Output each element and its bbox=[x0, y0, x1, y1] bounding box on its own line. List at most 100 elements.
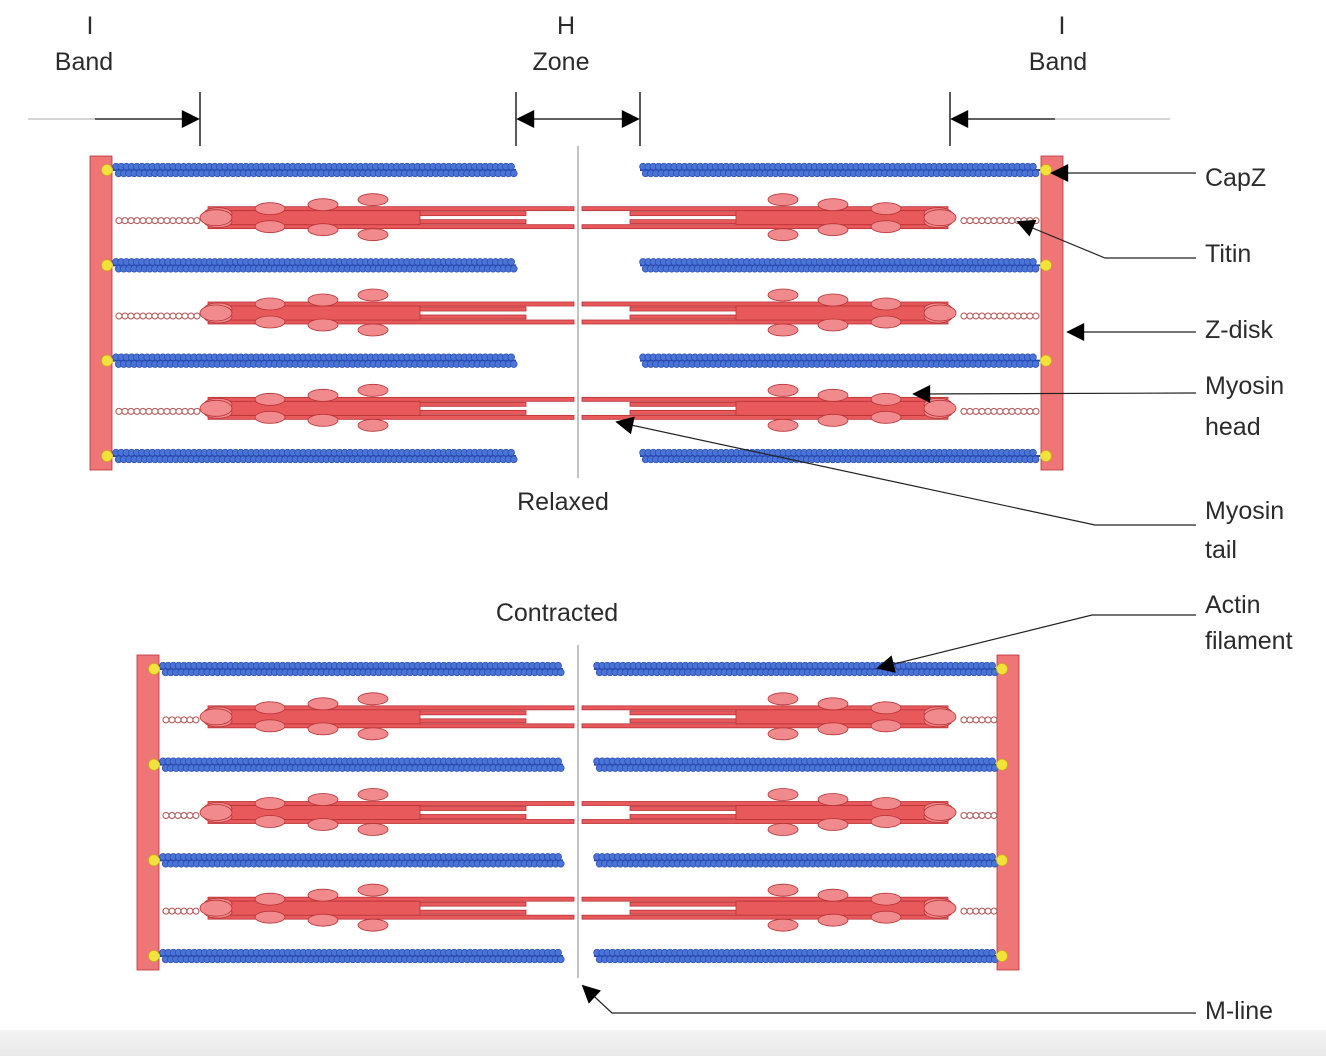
myosin-head bbox=[307, 413, 339, 427]
myosin-head bbox=[199, 708, 233, 726]
h-zone-label: H Zone bbox=[533, 12, 590, 76]
i-band-right-line2: Band bbox=[1029, 48, 1087, 76]
myosin-head bbox=[357, 788, 389, 801]
myosin-head bbox=[254, 202, 286, 216]
actin-bead bbox=[1029, 448, 1037, 457]
myosin-left-half bbox=[199, 288, 575, 337]
actin-filament bbox=[593, 853, 999, 868]
actin-bead bbox=[557, 859, 565, 868]
myosin-backbone bbox=[735, 805, 949, 820]
myosin-head bbox=[357, 323, 389, 337]
myosin-head bbox=[817, 888, 849, 902]
actin-bead bbox=[510, 360, 518, 368]
m-line-leader bbox=[581, 984, 1196, 1014]
myosin-head bbox=[254, 815, 286, 828]
myosin-head bbox=[817, 223, 849, 237]
myosin-head bbox=[817, 793, 849, 806]
actin-bead bbox=[1029, 258, 1037, 266]
titin-coil bbox=[960, 907, 998, 915]
actin-filament bbox=[159, 757, 565, 772]
myosin-head bbox=[357, 823, 389, 836]
titin-coil bbox=[960, 716, 998, 724]
relaxed-sarcomere bbox=[89, 146, 1064, 478]
actin-filament bbox=[159, 948, 565, 964]
myosin-tail-label-line1: Myosin bbox=[1205, 497, 1284, 525]
myosin-head bbox=[817, 318, 849, 332]
myosin-left-half bbox=[199, 883, 575, 932]
myosin-head bbox=[817, 198, 849, 212]
myosin-head bbox=[767, 823, 799, 836]
actin-bead bbox=[554, 853, 562, 861]
myosin-head bbox=[254, 719, 286, 733]
myosin-head bbox=[767, 727, 799, 741]
actin-bead bbox=[1031, 264, 1040, 273]
contracted-sarcomere bbox=[136, 645, 1020, 978]
i-band-right-line1: I bbox=[1059, 12, 1066, 40]
z-disk-left bbox=[89, 155, 113, 471]
myosin-head bbox=[817, 388, 849, 402]
capz-cap bbox=[996, 663, 1008, 675]
myosin-head bbox=[254, 392, 286, 406]
myosin-head bbox=[767, 323, 799, 337]
myosin-head bbox=[817, 913, 849, 927]
myosin-head bbox=[307, 223, 339, 237]
myosin-backbone bbox=[207, 305, 421, 321]
actin-bead bbox=[510, 169, 518, 178]
z-disk-right bbox=[1040, 155, 1064, 471]
myosin-head bbox=[357, 727, 389, 741]
myosin-head bbox=[254, 701, 286, 715]
myosin-head bbox=[357, 692, 389, 706]
dimension-arrows bbox=[28, 92, 1170, 146]
actin-filament bbox=[593, 757, 999, 772]
myosin-head bbox=[923, 304, 957, 322]
myosin-head bbox=[357, 228, 389, 242]
i-band-left-line2: Band bbox=[55, 48, 113, 76]
actin-bead bbox=[507, 353, 515, 362]
myosin-backbone bbox=[735, 709, 949, 725]
myosin-head bbox=[254, 910, 286, 924]
actin-bead bbox=[1031, 169, 1040, 178]
myosin-head bbox=[254, 315, 286, 329]
actin-filament bbox=[112, 353, 518, 368]
myosin-head bbox=[767, 788, 799, 801]
titin-coil bbox=[960, 812, 998, 819]
capz-cap bbox=[996, 854, 1008, 867]
myosin-head bbox=[767, 883, 799, 897]
z-disk-right bbox=[996, 654, 1020, 971]
actin-filament bbox=[159, 661, 565, 677]
actin-filament bbox=[159, 853, 565, 868]
myosin-right-half bbox=[581, 193, 957, 242]
myosin-left-half bbox=[199, 193, 575, 242]
myosin-right-half bbox=[581, 883, 957, 932]
myosin-head bbox=[870, 701, 902, 715]
myosin-head bbox=[767, 383, 799, 397]
myosin-backbone bbox=[207, 400, 421, 416]
actin-bead bbox=[1029, 353, 1037, 362]
myosin-head bbox=[307, 388, 339, 402]
actin-bead bbox=[507, 258, 515, 266]
myosin-head bbox=[254, 220, 286, 234]
myosin-right-half bbox=[581, 788, 957, 836]
myosin-head bbox=[817, 818, 849, 831]
titin-coil bbox=[960, 312, 1040, 320]
myosin-head bbox=[870, 392, 902, 406]
capz-cap bbox=[101, 450, 113, 462]
i-band-left-line1: I bbox=[87, 12, 94, 40]
myosin-head-label-line1: Myosin bbox=[1205, 372, 1284, 400]
titin-coil bbox=[162, 812, 200, 819]
actin-bead bbox=[988, 853, 996, 861]
myosin-head bbox=[923, 209, 957, 227]
actin-bead bbox=[507, 162, 515, 171]
myosin-head bbox=[767, 918, 799, 932]
actin-filament-leader bbox=[876, 614, 1196, 673]
capz-cap bbox=[148, 854, 160, 867]
capz-cap bbox=[101, 354, 113, 367]
myosin-backbone bbox=[207, 709, 421, 725]
myosin-head bbox=[870, 815, 902, 828]
capz-cap bbox=[1040, 450, 1052, 462]
titin-label: Titin bbox=[1205, 240, 1251, 268]
h-zone-line2: Zone bbox=[533, 48, 590, 76]
i-band-right-label: I Band bbox=[1029, 12, 1087, 76]
actin-bead bbox=[554, 661, 562, 670]
